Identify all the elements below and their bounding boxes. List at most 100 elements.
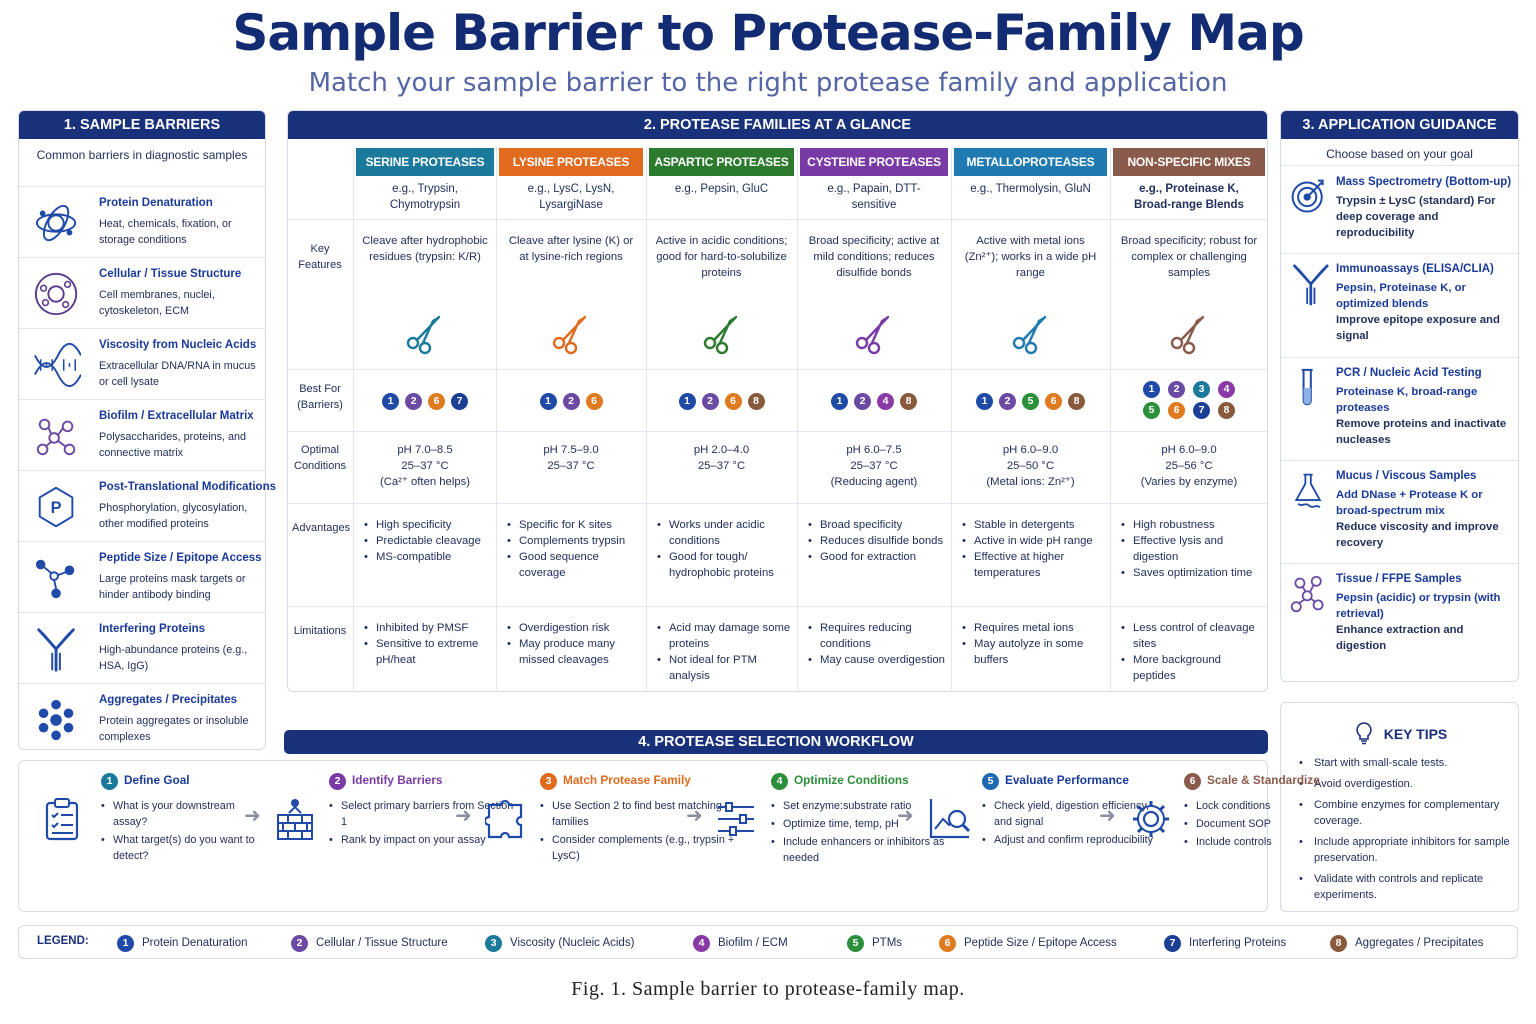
gear-icon <box>1133 801 1169 837</box>
legend-badge: 5 <box>847 935 864 952</box>
family-examples: e.g., LysC, LysN, LysargiNase <box>527 183 615 211</box>
cell-icon <box>34 272 78 316</box>
limitation-item: Sensitive to extreme pH/heat <box>364 636 492 668</box>
family-header: CYSTEINE PROTEASES <box>800 148 948 176</box>
arrow-icon: ➜ <box>1099 805 1116 827</box>
family-header: SERINE PROTEASES <box>356 148 494 176</box>
family-features: Broad specificity; active at mild condit… <box>808 235 940 279</box>
barrier-badge-1: 1 <box>976 393 993 410</box>
step-item: Document SOP <box>1184 816 1319 832</box>
legend-badge: 3 <box>485 935 502 952</box>
barrier-badge-2: 2 <box>1168 381 1185 398</box>
application-text: Mass Spectrometry (Bottom-up)Trypsin ± L… <box>1336 174 1514 241</box>
application-desc: Improve epitope exposure and signal <box>1336 314 1500 342</box>
barrier-badge-5: 5 <box>1022 393 1039 410</box>
advantage-item: Reduces disulfide bonds <box>808 533 946 549</box>
application-item: Mass Spectrometry (Bottom-up)Trypsin ± L… <box>1281 167 1518 254</box>
advantage-item: Active in wide pH range <box>962 533 1105 549</box>
barrier-badge-6: 6 <box>1168 402 1185 419</box>
key-tips-title: KEY TIPS <box>1281 721 1520 745</box>
advantages-list: Works under acidic conditionsGood for to… <box>657 517 792 581</box>
step-title: Optimize Conditions <box>794 773 909 787</box>
advantage-item: Good for extraction <box>808 549 946 565</box>
barrier-desc: Large proteins mask targets or hinder an… <box>99 573 246 601</box>
step-item: Include controls <box>1184 834 1319 850</box>
optimal-conditions: pH 7.0–8.5 25–37 °C (Ca²⁺ often helps) <box>379 444 471 488</box>
application-item: Immunoassays (ELISA/CLIA)Pepsin, Protein… <box>1281 254 1518 358</box>
family-scissors <box>798 311 950 360</box>
legend-text: Cellular / Tissue Structure <box>316 937 448 949</box>
limitation-item: Requires reducing conditions <box>808 620 946 652</box>
advantages-list: Specific for K sitesComplements trypsinG… <box>507 517 641 581</box>
advantage-item: High specificity <box>364 517 492 533</box>
legend-item: 2 Cellular / Tissue Structure <box>291 935 448 952</box>
legend-badge: 6 <box>939 935 956 952</box>
step-item: Rank by impact on your assay <box>329 832 519 848</box>
family-features: Active in acidic conditions; good for ha… <box>655 235 788 279</box>
barrier-badge-1: 1 <box>382 393 399 410</box>
family-header: ASPARTIC PROTEASES <box>649 148 794 176</box>
step-list: Use Section 2 to find best matching fami… <box>540 798 740 864</box>
barrier-desc: High-abundance proteins (e.g., HSA, IgG) <box>99 644 248 672</box>
family-features: Broad specificity; robust for complex or… <box>1120 235 1258 279</box>
barrier-desc: Extracellular DNA/RNA in mucus or cell l… <box>99 360 256 388</box>
biofilm-icon <box>36 418 76 456</box>
step-title: Identify Barriers <box>352 773 443 787</box>
application-icon-wrap <box>1289 366 1329 410</box>
barrier-title: Aggregates / Precipitates <box>99 694 238 706</box>
application-guidance-panel: 3. APPLICATION GUIDANCE Choose based on … <box>1280 110 1519 682</box>
scissors-icon <box>855 315 890 355</box>
legend-badge: 2 <box>291 935 308 952</box>
advantage-item: Specific for K sites <box>507 517 641 533</box>
step-number: 1 <box>101 773 118 790</box>
barrier-badge-8: 8 <box>900 393 917 410</box>
key-tips-panel: KEY TIPS Start with small-scale tests.Av… <box>1280 702 1519 912</box>
barrier-icon-wrap <box>33 696 81 744</box>
advantage-item: Complements trypsin <box>507 533 641 549</box>
lightbulb-icon <box>1355 722 1372 745</box>
antibody-icon <box>37 628 75 672</box>
application-recommendation: Add DNase + Protease K or broad-spectrum… <box>1336 489 1483 517</box>
grid-line <box>646 147 647 692</box>
limitation-item: Inhibited by PMSF <box>364 620 492 636</box>
tip-item: Start with small-scale tests. <box>1299 755 1511 771</box>
tips-title-text: KEY TIPS <box>1383 726 1448 742</box>
barrier-title: Peptide Size / Epitope Access <box>99 552 262 564</box>
application-title: PCR / Nucleic Acid Testing <box>1336 367 1482 379</box>
grid-line <box>353 147 354 692</box>
limitation-item: Requires metal ions <box>962 620 1105 636</box>
legend-text: PTMs <box>872 937 903 949</box>
legend-label: LEGEND: <box>37 935 89 947</box>
barrier-badge-4: 4 <box>1218 381 1235 398</box>
family-features: Active with metal ions (Zn²⁺); works in … <box>964 235 1097 279</box>
step-item: Select primary barriers from Section 1 <box>329 798 519 830</box>
scissors-icon <box>703 315 737 355</box>
optimal-conditions: pH 6.0–9.0 25–56 °C (Varies by enzyme) <box>1140 444 1238 488</box>
clipboard-icon <box>45 798 79 841</box>
scissors-icon <box>552 315 587 355</box>
row-label-features: Key Features <box>298 243 342 271</box>
figure-caption: Fig. 1. Sample barrier to protease-famil… <box>571 978 965 1000</box>
step-item: Lock conditions <box>1184 798 1319 814</box>
row-label-limitations: Limitations <box>293 625 347 637</box>
svg-text:P: P <box>51 499 62 517</box>
optimal-conditions: pH 2.0–4.0 25–37 °C <box>693 444 750 472</box>
puzzle-icon <box>483 799 523 839</box>
